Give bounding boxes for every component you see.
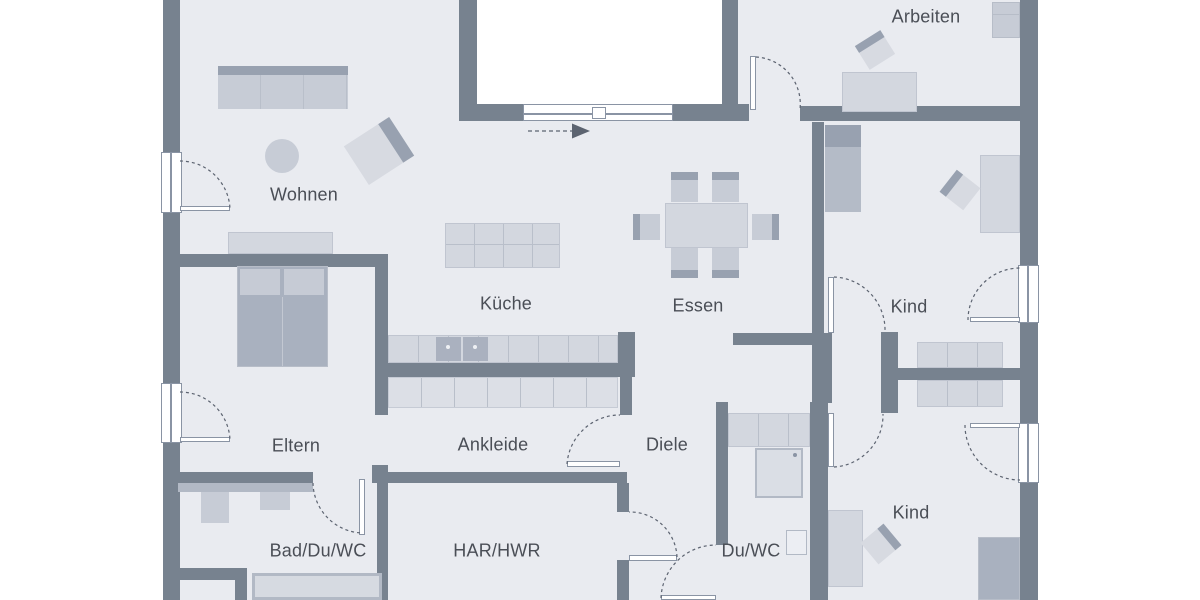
door-handle xyxy=(592,107,606,119)
vanity-counter xyxy=(178,483,313,492)
window xyxy=(1018,265,1039,323)
room-label-du-wc: Du/WC xyxy=(721,540,781,561)
wall xyxy=(620,377,632,415)
washbasin xyxy=(201,492,229,523)
door-leaf xyxy=(567,461,620,467)
wall xyxy=(163,443,180,600)
door-leaf xyxy=(629,555,677,561)
sofa xyxy=(218,75,348,109)
window-leaf xyxy=(970,317,1020,322)
wall xyxy=(377,483,388,600)
wall xyxy=(881,332,898,413)
shower-head-dot xyxy=(793,453,797,457)
door-leaf xyxy=(828,413,834,467)
wall xyxy=(617,560,629,600)
wall xyxy=(894,368,1020,380)
room-label-har-hwr: HAR/HWR xyxy=(453,540,541,561)
room-label-eltern: Eltern xyxy=(271,435,321,456)
room-label-diele: Diele xyxy=(645,434,689,455)
dining-chair xyxy=(752,214,779,240)
door-leaf xyxy=(828,277,834,333)
room-label-kueche: Küche xyxy=(479,293,533,314)
wall xyxy=(178,254,388,267)
wall xyxy=(235,568,247,600)
window-leaf xyxy=(970,423,1020,428)
wall xyxy=(617,483,629,512)
wall xyxy=(722,0,738,112)
wall xyxy=(375,254,388,415)
desk xyxy=(980,155,1020,233)
double-bed xyxy=(237,266,328,367)
washbasin xyxy=(260,492,290,510)
desk xyxy=(842,72,917,112)
wall xyxy=(810,402,828,600)
dining-chair xyxy=(712,248,739,278)
faucet-dot xyxy=(446,345,450,349)
room-label-wohnen: Wohnen xyxy=(270,184,338,205)
wall xyxy=(163,213,180,383)
wall xyxy=(377,472,627,483)
wall xyxy=(1020,0,1038,265)
sideboard xyxy=(228,232,333,254)
kitchen-island xyxy=(445,223,560,268)
sofa-backrest xyxy=(218,66,348,75)
kitchen-appliance xyxy=(463,337,488,361)
wardrobe xyxy=(917,380,1003,407)
closet xyxy=(728,413,810,447)
entrance-recess xyxy=(477,0,722,104)
wall xyxy=(733,333,832,345)
room-label-essen: Essen xyxy=(672,295,724,316)
room-label-kind-unten: Kind xyxy=(892,502,930,523)
wall xyxy=(812,345,832,403)
dining-table xyxy=(665,203,748,248)
wall xyxy=(618,332,635,377)
door-leaf xyxy=(661,595,716,600)
window xyxy=(161,383,182,443)
wall xyxy=(812,122,824,333)
wall xyxy=(178,472,313,483)
desk xyxy=(828,510,863,587)
room-label-bad-du-wc: Bad/Du/WC xyxy=(269,540,367,561)
room-label-kind-oben: Kind xyxy=(890,296,928,317)
wall xyxy=(459,104,523,121)
window xyxy=(161,152,182,213)
room-label-arbeiten: Arbeiten xyxy=(891,6,961,27)
window-leaf xyxy=(180,206,230,211)
wall xyxy=(178,568,235,580)
dining-chair xyxy=(633,214,660,240)
kitchen-counter xyxy=(388,335,618,363)
window-leaf xyxy=(180,437,230,442)
dining-chair xyxy=(671,248,698,278)
wardrobe xyxy=(917,342,1003,368)
wall xyxy=(1020,323,1038,423)
wall xyxy=(163,0,180,152)
faucet-dot xyxy=(473,345,477,349)
dining-chair xyxy=(671,172,698,202)
door-leaf xyxy=(750,56,756,110)
wall xyxy=(673,104,749,121)
wall xyxy=(1020,483,1038,600)
window xyxy=(1018,423,1039,483)
kitchen-sink-unit xyxy=(436,337,461,361)
bed xyxy=(825,125,861,212)
wall xyxy=(716,402,728,545)
room-label-ankleide: Ankleide xyxy=(457,434,529,455)
wall xyxy=(459,0,477,105)
entrance-sliding-door xyxy=(523,104,673,121)
washbasin xyxy=(786,530,807,555)
coffee-table xyxy=(265,139,299,173)
bathtub xyxy=(252,573,382,600)
bed xyxy=(978,537,1020,600)
dining-chair xyxy=(712,172,739,202)
wall xyxy=(388,363,632,377)
door-leaf xyxy=(359,479,365,535)
wardrobe xyxy=(388,377,618,408)
shelf xyxy=(992,2,1020,38)
